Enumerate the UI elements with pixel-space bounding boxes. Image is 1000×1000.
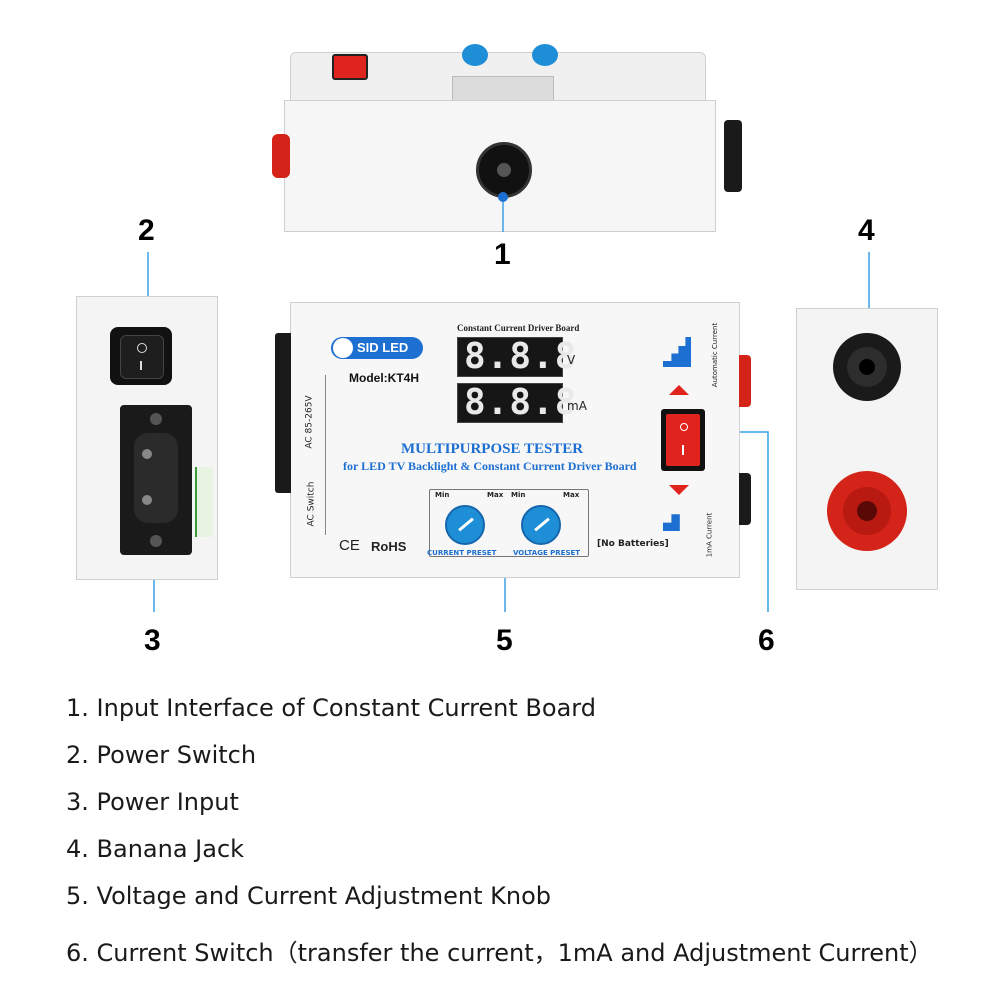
down-arrow-icon bbox=[669, 485, 689, 495]
current-display: 8.8.8 bbox=[457, 382, 576, 423]
up-arrow-icon bbox=[669, 385, 689, 395]
knob-panel bbox=[429, 489, 589, 557]
legend-item-2: 2. Power Switch bbox=[66, 741, 257, 769]
banana-jack-red bbox=[827, 471, 907, 551]
green-sticker bbox=[195, 467, 213, 537]
device-subtitle: for LED TV Backlight & Constant Current … bbox=[343, 459, 637, 473]
right-black-lug bbox=[739, 473, 751, 525]
voltage-preset-knob bbox=[521, 505, 561, 545]
legend-item-1: 1. Input Interface of Constant Current B… bbox=[66, 694, 596, 722]
current-preset-knob bbox=[445, 505, 485, 545]
display-heading: Constant Current Driver Board bbox=[457, 323, 580, 333]
no-batteries-label: [No Batteries] bbox=[597, 539, 669, 549]
one-ma-current-label: 1mA Current bbox=[705, 512, 714, 558]
power-rocker-switch bbox=[110, 327, 172, 385]
current-preset-label: CURRENT PRESET bbox=[427, 549, 497, 557]
current-switch bbox=[661, 409, 705, 471]
right-red-lug bbox=[739, 355, 751, 407]
voltage-display: 8.8.8 bbox=[457, 336, 576, 377]
device-top-view bbox=[262, 40, 752, 240]
knob-top-right bbox=[532, 44, 558, 66]
brand-logo-icon bbox=[333, 338, 353, 358]
model-label: Model:KT4H bbox=[349, 371, 419, 385]
voltage-knob-min: Min bbox=[511, 491, 526, 499]
signal-bars-icon bbox=[663, 337, 691, 367]
left-black-lug bbox=[275, 333, 291, 493]
small-bars-icon bbox=[663, 514, 680, 531]
display-top-edge bbox=[452, 76, 554, 104]
brand-logo: SID LED bbox=[331, 337, 423, 359]
ac-power-socket bbox=[120, 405, 192, 555]
current-knob-max: Max bbox=[487, 491, 504, 499]
brand-name: SID LED bbox=[357, 340, 409, 355]
ce-mark: CE bbox=[339, 537, 360, 554]
device-front-panel: SID LED Model:KT4H AC 85-265V AC Switch … bbox=[275, 302, 751, 578]
callout-2: 2 bbox=[138, 214, 155, 247]
callout-4: 4 bbox=[858, 214, 875, 247]
legend-item-5: 5. Voltage and Current Adjustment Knob bbox=[66, 882, 552, 910]
dc-input-jack bbox=[476, 142, 532, 198]
automatic-current-label: Automatic Current bbox=[711, 322, 720, 388]
unit-milliamps: mA bbox=[567, 399, 587, 413]
ac-switch-label: AC Switch bbox=[306, 481, 317, 527]
rohs-mark: RoHS bbox=[371, 539, 407, 554]
device-title: MULTIPURPOSE TESTER bbox=[401, 441, 584, 457]
red-rocker-switch-top bbox=[332, 54, 368, 80]
ac-label-strip bbox=[299, 375, 326, 535]
right-black-jack-side bbox=[724, 120, 742, 192]
legend-item-3: 3. Power Input bbox=[66, 788, 239, 816]
unit-volts: V bbox=[567, 353, 576, 367]
callout-5: 5 bbox=[496, 624, 513, 657]
voltage-preset-label: VOLTAGE PRESET bbox=[513, 549, 581, 557]
current-knob-min: Min bbox=[435, 491, 450, 499]
banana-jack-black bbox=[833, 333, 901, 401]
device-right-side-view bbox=[796, 308, 938, 590]
knob-top-left bbox=[462, 44, 488, 66]
device-left-side-view bbox=[76, 296, 218, 580]
callout-1: 1 bbox=[494, 238, 511, 271]
legend-item-6: 6. Current Switch（transfer the current，1… bbox=[66, 939, 933, 967]
ac-range-label: AC 85-265V bbox=[304, 395, 315, 449]
voltage-knob-max: Max bbox=[563, 491, 580, 499]
callout-6: 6 bbox=[758, 624, 775, 657]
legend-item-4: 4. Banana Jack bbox=[66, 835, 245, 863]
callout-3: 3 bbox=[144, 624, 161, 657]
left-red-jack-side bbox=[272, 134, 290, 178]
